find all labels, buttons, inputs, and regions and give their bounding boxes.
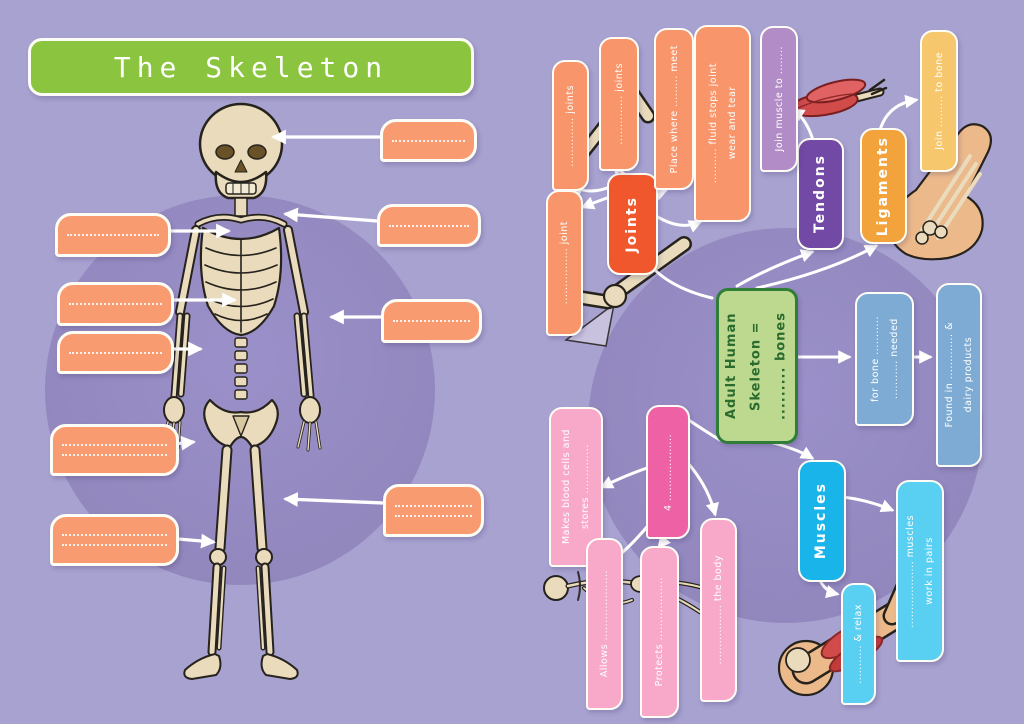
functions-hub: 4 ................... xyxy=(646,405,690,539)
joints-sat-e: ................ joint xyxy=(546,190,583,336)
skeleton-figure xyxy=(160,102,322,680)
forearm-label xyxy=(381,299,482,343)
muscles-sat-pairs: ................... muscles work in pair… xyxy=(896,480,944,662)
ligaments-node: Ligaments xyxy=(860,128,907,244)
joints-sat-d: .......... fluid stops joint wear and te… xyxy=(694,25,751,222)
joints-sat-c: Place where ......... meet xyxy=(654,28,694,190)
calcium-box: ........... needed for bone ........... xyxy=(855,292,914,426)
joints-node: Joints xyxy=(607,173,658,275)
joints-sat-a: .............. joints xyxy=(552,60,589,191)
central-line: Skeleton = xyxy=(748,321,764,411)
functions-sat-body: ................. the body xyxy=(700,518,737,702)
joints-sat-b: .............. joints xyxy=(599,37,639,171)
ligaments-sat: Join ......... to bone xyxy=(920,30,958,172)
pelvis-label xyxy=(57,331,174,374)
page-title-text: The Skeleton xyxy=(113,50,389,84)
spine-label xyxy=(57,282,174,326)
page-title: The Skeleton xyxy=(28,38,474,96)
lower-leg-label xyxy=(50,514,179,566)
ribs-label xyxy=(55,213,171,257)
knee-label xyxy=(383,484,484,537)
hand-label xyxy=(50,424,179,476)
muscles-sat-relax: ........... & relax xyxy=(841,583,876,705)
central-line: ......... bones xyxy=(773,311,789,421)
shoulder-label xyxy=(377,204,481,247)
muscles-node: Muscles xyxy=(798,460,846,582)
functions-sat-allows: Allows .................... xyxy=(586,538,623,710)
skull-label xyxy=(380,119,477,162)
dairy-box: Found in ............. & dairy products xyxy=(936,283,982,467)
central-node: Adult Human Skeleton = ......... bones xyxy=(716,288,798,444)
arrow-joints-e xyxy=(580,196,609,210)
central-line: Adult Human xyxy=(723,312,739,420)
functions-sat-protects: Protects .................. xyxy=(640,546,679,718)
tendons-node: Tendons xyxy=(797,138,844,250)
tendons-sat: Join muscle to ........ xyxy=(760,26,798,172)
